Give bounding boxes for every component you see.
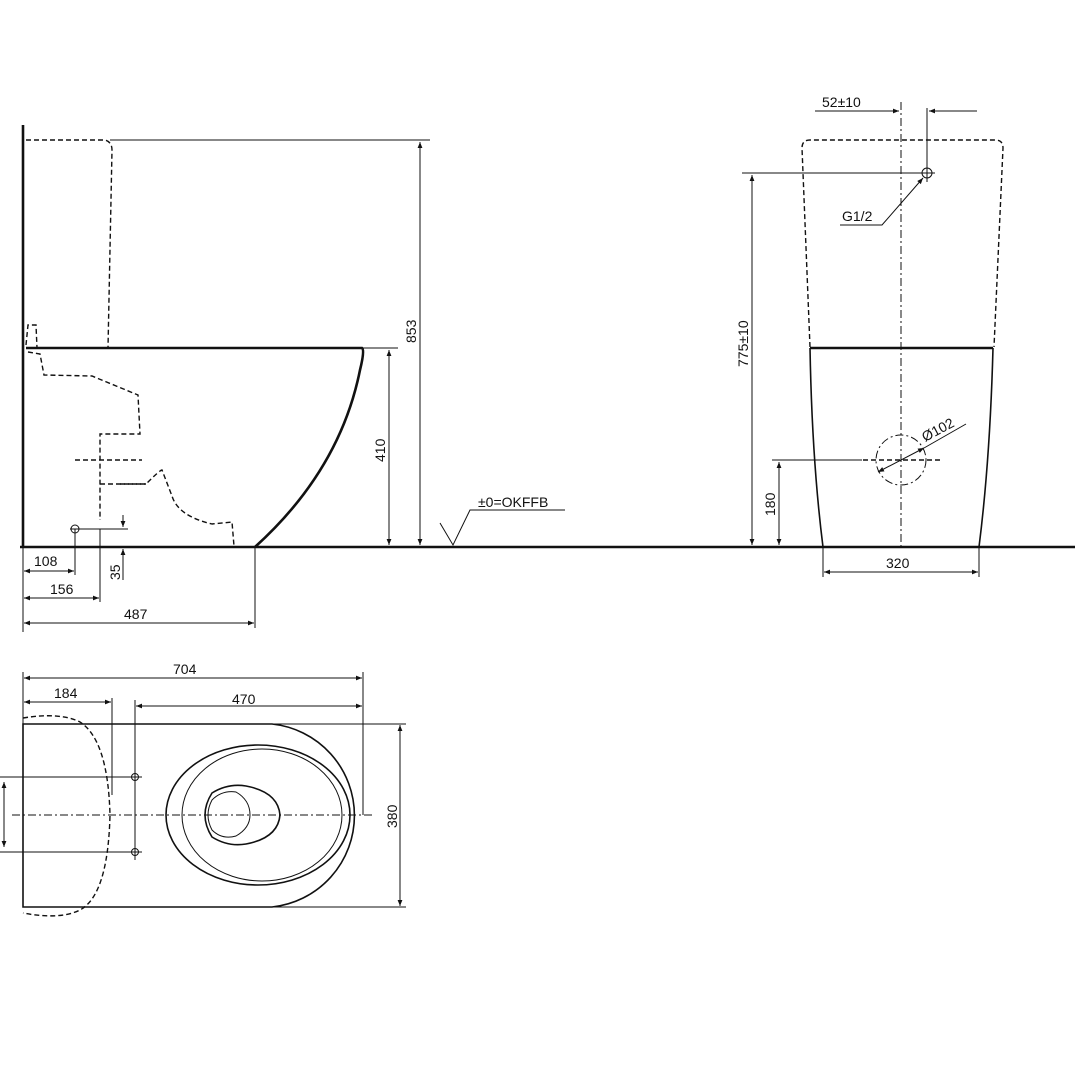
bowl-opening (204, 784, 281, 846)
bowl-front-left (809, 347, 824, 548)
tank-top-outline (22, 715, 111, 917)
floor-reference-symbol (439, 509, 565, 547)
dim-35: 35 (107, 564, 123, 580)
dim-775-10: 775±10 (735, 320, 751, 367)
dim-156: 156 (50, 581, 74, 597)
bowl-front-right (978, 347, 994, 548)
dim-470: 470 (232, 691, 256, 707)
top-view: 704 184 470 380 (0, 661, 406, 917)
dim-320: 320 (886, 555, 910, 571)
dim-380: 380 (384, 804, 400, 828)
dim-180: 180 (762, 492, 778, 516)
body-top-outline (22, 723, 356, 908)
dim-184: 184 (54, 685, 78, 701)
trapway-outline (27, 351, 141, 520)
dim-487: 487 (124, 606, 148, 622)
dim-853: 853 (403, 319, 419, 343)
dim-704: 704 (173, 661, 197, 677)
side-view: 853 410 ±0=OKFFB 35 108 156 487 (20, 125, 1075, 632)
dim-52-10: 52±10 (822, 94, 861, 110)
tank-outline (26, 139, 113, 349)
outlet-circle-icon (875, 434, 927, 486)
tank-front-outline (801, 139, 1004, 348)
dim-410: 410 (372, 438, 388, 462)
dim-108: 108 (34, 553, 58, 569)
seat-inner (181, 748, 343, 882)
front-view: 52±10 775±10 G1/2 Ø102 180 320 (735, 94, 1004, 577)
bowl-outline (26, 346, 365, 548)
floor-reference-label: ±0=OKFFB (478, 494, 548, 510)
dim-g12: G1/2 (842, 208, 873, 224)
